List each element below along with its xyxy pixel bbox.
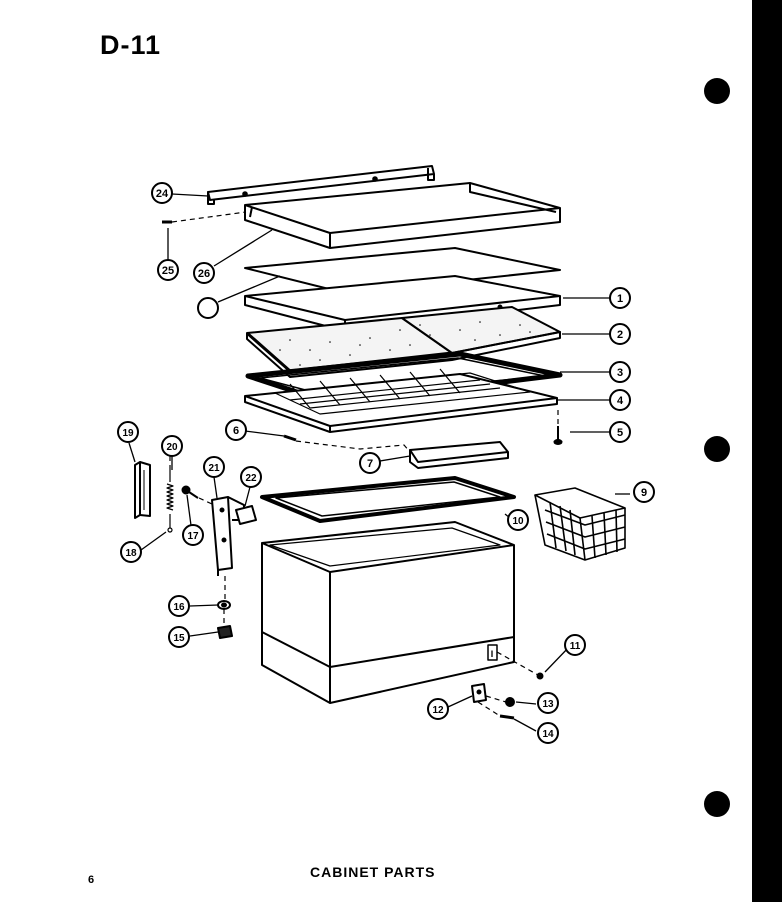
- svg-text:22: 22: [245, 473, 257, 484]
- callout-11: 11: [564, 634, 586, 656]
- svg-text:18: 18: [125, 548, 137, 559]
- svg-text:26: 26: [198, 268, 210, 280]
- part-washer-16: [217, 600, 231, 610]
- leader-lines: [128, 193, 630, 732]
- svg-text:24: 24: [156, 188, 169, 200]
- part-lid-liner: [244, 247, 561, 294]
- part-screw-17: [181, 485, 199, 499]
- part-hinge-rail: [207, 165, 435, 205]
- part-bracket-19: [134, 461, 151, 519]
- part-nut-15: [217, 625, 233, 639]
- callout-17: 17: [182, 524, 204, 546]
- part-screw-5: [553, 426, 563, 445]
- callout-10: 10: [507, 509, 529, 531]
- footer-title: CABINET PARTS: [310, 864, 436, 880]
- svg-text:14: 14: [542, 729, 554, 740]
- callout-1: 1: [609, 287, 631, 309]
- part-cabinet-gasket: [260, 476, 516, 523]
- svg-text:4: 4: [617, 395, 624, 407]
- part-pin-11: [536, 672, 544, 680]
- callout-7: 7: [359, 452, 381, 474]
- part-wire-basket: [534, 487, 626, 561]
- part-screw-13: [505, 697, 515, 707]
- svg-text:5: 5: [617, 427, 623, 439]
- part-lid-frame: [244, 182, 561, 249]
- svg-text:2: 2: [617, 329, 623, 341]
- part-handle: [409, 441, 509, 469]
- guide-lines: [169, 211, 559, 717]
- callout-6: 6: [225, 419, 247, 441]
- svg-text:17: 17: [187, 531, 199, 542]
- part-hinge-block: [235, 505, 257, 525]
- part-bracket-12: [471, 683, 487, 703]
- callout-15: 15: [168, 626, 190, 648]
- callout-9: 9: [633, 481, 655, 503]
- callout-14: 14: [537, 722, 559, 744]
- callout-5: 5: [609, 421, 631, 443]
- svg-text:6: 6: [233, 425, 239, 437]
- callout-layer: 24 25 26 1 2 3 4 5 6 7 9 10 11 12 13 14 …: [117, 182, 655, 744]
- callout-24: 25: [157, 259, 179, 281]
- callout-3: 3: [609, 361, 631, 383]
- callout-2: 2: [609, 323, 631, 345]
- svg-text:19: 19: [122, 428, 134, 439]
- page-code: D-11: [100, 30, 162, 60]
- callout-19: 19: [117, 421, 139, 443]
- svg-text:21: 21: [208, 463, 220, 474]
- part-spring: [166, 470, 174, 533]
- svg-text:13: 13: [542, 699, 554, 710]
- scan-edge-bar: [752, 0, 782, 902]
- svg-text:20: 20: [166, 442, 178, 453]
- callout-20: 20: [161, 435, 183, 457]
- svg-text:12: 12: [432, 705, 444, 716]
- svg-text:9: 9: [641, 487, 647, 499]
- callout-22: 22: [240, 466, 262, 488]
- svg-text:25: 25: [162, 265, 174, 277]
- svg-text:3: 3: [617, 367, 623, 379]
- footer-page-number: 6: [88, 874, 95, 886]
- callout-21: 21: [203, 456, 225, 478]
- part-screw-6: [283, 434, 297, 442]
- binder-hole-bottom: [704, 791, 730, 817]
- callout-13: 13: [537, 692, 559, 714]
- callout-23: 24: [151, 182, 173, 204]
- binder-hole-top: [704, 78, 730, 104]
- svg-text:7: 7: [367, 458, 373, 470]
- callout-26: [197, 297, 219, 319]
- svg-text:15: 15: [173, 633, 185, 644]
- callout-18: 18: [120, 541, 142, 563]
- callout-25: 26: [193, 262, 215, 284]
- callout-12: 12: [427, 698, 449, 720]
- svg-text:16: 16: [173, 602, 185, 613]
- binder-hole-middle: [704, 436, 730, 462]
- callout-16: 16: [168, 595, 190, 617]
- part-inner-liner: [244, 368, 558, 433]
- part-cabinet-body: [261, 521, 515, 704]
- svg-text:10: 10: [512, 516, 524, 527]
- part-screw-14: [499, 714, 515, 720]
- switch-mark: I: [491, 649, 494, 659]
- callout-4: 4: [609, 389, 631, 411]
- svg-text:1: 1: [617, 293, 623, 305]
- svg-text:11: 11: [570, 641, 581, 652]
